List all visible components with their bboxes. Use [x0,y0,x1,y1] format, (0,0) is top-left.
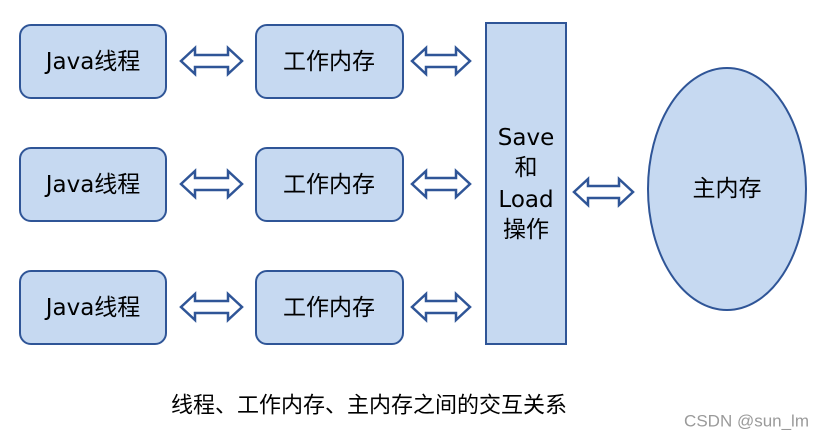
save-load-line-and: 和 [515,155,538,181]
double-arrow [410,168,472,200]
diagram-caption: 线程、工作内存、主内存之间的交互关系 [171,394,567,419]
save-load-column: Save 和 Load 操作 [485,22,567,345]
double-arrow [179,168,244,200]
main-memory-label: 主内存 [693,176,762,202]
work-memory-box [255,24,404,99]
work-memory-box [255,147,404,222]
java-thread-box [19,24,167,99]
double-arrow [572,176,635,208]
main-memory: 主内存 [647,67,807,311]
double-arrow [179,291,244,323]
diagram-row: Java线程 工作内存 [19,147,472,222]
double-arrow [179,45,244,77]
diagram-row: Java线程 工作内存 [19,24,472,99]
work-memory-label: 工作内存 [283,295,375,321]
save-load-line-operation: 操作 [503,217,549,243]
work-memory-box [255,270,404,345]
java-thread-box [19,147,167,222]
java-thread-label: Java线程 [44,49,141,75]
save-load-line-load: Load [498,187,553,213]
double-arrow [410,291,472,323]
double-arrow [410,45,472,77]
java-thread-label: Java线程 [44,172,141,198]
save-load-box [485,22,567,345]
java-thread-box [19,270,167,345]
main-memory-ellipse [647,67,807,311]
work-memory-label: 工作内存 [283,172,375,198]
save-load-line-save: Save [498,125,554,151]
diagram-row: Java线程 工作内存 [19,270,472,345]
watermark: CSDN @sun_lm [684,412,809,431]
work-memory-label: 工作内存 [283,49,375,75]
java-thread-label: Java线程 [44,295,141,321]
